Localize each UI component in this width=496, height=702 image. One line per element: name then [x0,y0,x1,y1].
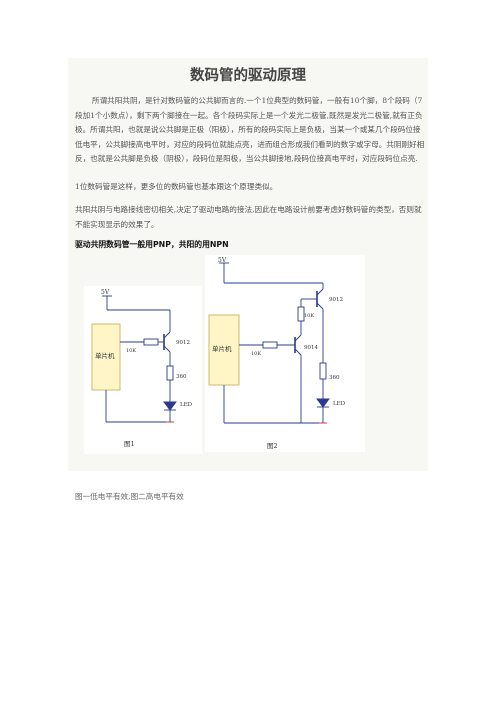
pull-resistor-label: 10K [304,313,314,319]
figure-1-caption: 图1 [124,440,135,448]
base-resistor [143,338,159,346]
q1-collector [163,345,171,353]
q1-emitter [163,331,171,339]
q2-emitter [316,288,324,296]
base-resistor-2 [262,341,278,349]
circuit-1-svg: 5V 单片机 10K 9012 360 LED 图1 [91,289,193,448]
mcu-label-2: 单片机 [212,344,232,353]
circuit-figure-2: 5V 单片机 10K 10K 9012 9014 360 LED 图2 [205,255,365,452]
circuit-2-svg: 5V 单片机 10K 10K 9012 9014 360 LED 图2 [208,257,346,450]
paragraph-multi-digit: 1位数码管是这样，更多位的数码管也基本跟这个原理类似。 [75,182,278,191]
page-title: 数码管的驱动原理 [190,68,306,84]
led-resistor-2 [319,362,327,380]
vcc-label-2: 5V [218,257,227,264]
npn-label: 9014 [304,345,318,351]
led-label: LED [180,402,193,408]
base-resistor-label-2: 10K [251,351,261,357]
led-resistor-label-2: 360 [329,375,340,381]
mcu-box-2 [208,314,240,386]
transistor-label: 9012 [176,340,190,346]
led-diode [163,401,177,411]
led-label-2: LED [333,401,346,407]
q3-collector [294,334,302,342]
figure-explanation: 图一低电平有效,图二高电平有效 [75,492,184,501]
led-resistor-label: 360 [176,374,187,380]
circuit-figure-1: 5V 单片机 10K 9012 360 LED 图1 [84,286,202,454]
q2-collector [316,302,324,310]
q3-emitter [294,348,302,356]
led-resistor [166,365,174,381]
base-resistor-label: 10K [126,348,136,354]
section-heading: 驱动共阴数码管一般用PNP，共阳的用NPN [75,240,229,249]
figure-2-caption: 图2 [267,442,278,450]
paragraph-circuit-design: 共阳共阴与电路接线密切相关,决定了驱动电路的接法,因此在电路设计前要考虑好数码管… [75,205,422,229]
pnp-label: 9012 [329,297,343,303]
vcc-label: 5V [101,289,110,296]
led-diode-2 [316,398,330,408]
mcu-label: 单片机 [95,351,115,360]
paragraph-common-anode-cathode: 所谓共阳共阴，是针对数码管的公共脚而言的.一个1位典型的数码管，一般有10个脚，… [75,96,425,164]
